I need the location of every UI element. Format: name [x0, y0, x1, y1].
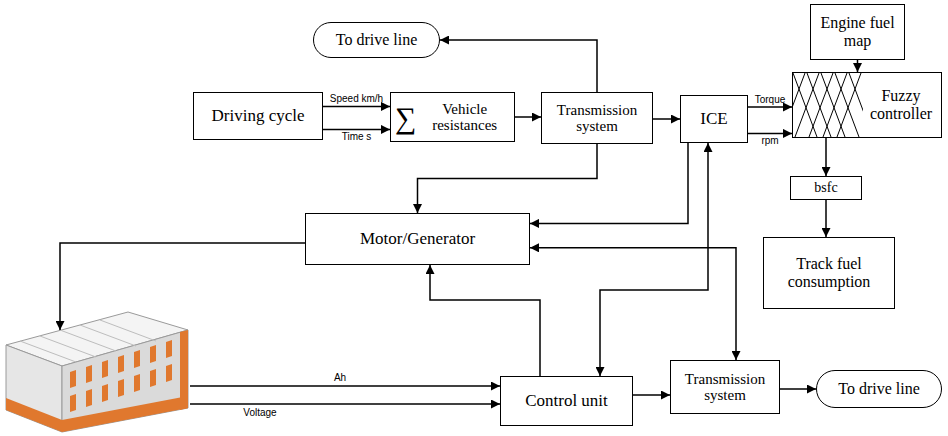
signal-label: Speed km/h: [330, 93, 383, 104]
process-box: Motor/Generator: [305, 213, 530, 265]
battery-cell-strip: [62, 396, 188, 432]
sum-symbol: ∑: [395, 101, 416, 134]
process-box: Track fuel consumption: [763, 237, 895, 309]
process-box: Driving cycle: [193, 92, 323, 140]
signal-label: Torque: [755, 94, 786, 105]
connector-arrow: [530, 143, 688, 223]
hatch-line: [795, 73, 819, 137]
process-box: bsfc: [790, 176, 862, 200]
connector-arrow: [633, 394, 670, 396]
node-label: To drive line: [821, 380, 937, 398]
process-box: Engine fuel map: [810, 4, 905, 60]
signal-wire: [190, 403, 500, 405]
battery-seams: [20, 320, 156, 362]
connector-arrow: [515, 116, 541, 118]
process-box: ∑Vehicle resistances: [390, 92, 515, 142]
hatch-line: [837, 73, 861, 137]
hatch-line: [835, 73, 859, 137]
connector-arrow: [748, 106, 792, 108]
process-box: Control unit: [500, 376, 633, 426]
node-label: Motor/Generator: [310, 230, 525, 249]
battery-end-cap: [180, 330, 188, 410]
terminal-box: To drive line: [816, 370, 942, 408]
connector-arrow: [600, 143, 708, 376]
connector-arrow: [748, 133, 792, 135]
node-label: Track fuel consumption: [768, 255, 890, 290]
fuzzy-hatch: [793, 73, 863, 137]
node-label: Transmission system: [546, 102, 648, 135]
connector-arrow: [530, 248, 736, 360]
node-label: Transmission system: [675, 371, 775, 404]
process-box: Transmission system: [670, 360, 780, 414]
signal-label: rpm: [761, 135, 778, 146]
connector-arrow: [323, 129, 390, 131]
connector-arrow: [440, 40, 597, 92]
hatch-line: [809, 73, 833, 137]
node-label: Vehicle resistances: [419, 101, 510, 134]
connector-arrow: [780, 388, 816, 390]
battery-front: [62, 330, 188, 432]
node-label: Fuzzy controller: [865, 87, 937, 122]
hatch-line: [849, 73, 863, 137]
terminal-box: To drive line: [313, 22, 440, 58]
signal-label: Ah: [334, 372, 346, 383]
connector-arrow: [825, 138, 827, 176]
controller-box: Fuzzy controller: [792, 72, 942, 138]
signal-label: Voltage: [243, 407, 276, 418]
node-label: bsfc: [795, 180, 857, 195]
signal-label: Time s: [342, 131, 372, 142]
hatch-line: [793, 73, 817, 137]
battery-cell-strip: [6, 398, 62, 432]
battery-side: [6, 345, 62, 432]
hatch-line: [823, 73, 847, 137]
connector-arrow: [857, 60, 859, 72]
connector-arrow: [430, 265, 540, 376]
connector-arrow: [418, 144, 598, 213]
battery-pack: [6, 312, 188, 432]
signal-wire: [190, 385, 500, 387]
process-box: ICE: [680, 95, 748, 143]
process-box: Transmission system: [541, 92, 653, 144]
hatch-line: [793, 73, 805, 137]
node-label: ICE: [685, 110, 743, 129]
connector-arrow: [653, 118, 680, 120]
node-label: Engine fuel map: [815, 14, 900, 49]
hatch-line: [807, 73, 831, 137]
power-wire: [60, 243, 305, 330]
hatch-line: [821, 73, 845, 137]
connector-arrow: [323, 106, 390, 108]
node-label: Driving cycle: [198, 107, 318, 126]
connector-arrow: [825, 200, 827, 237]
battery-cells: [70, 340, 172, 412]
node-label: To drive line: [318, 31, 435, 49]
node-label: Control unit: [505, 392, 628, 411]
